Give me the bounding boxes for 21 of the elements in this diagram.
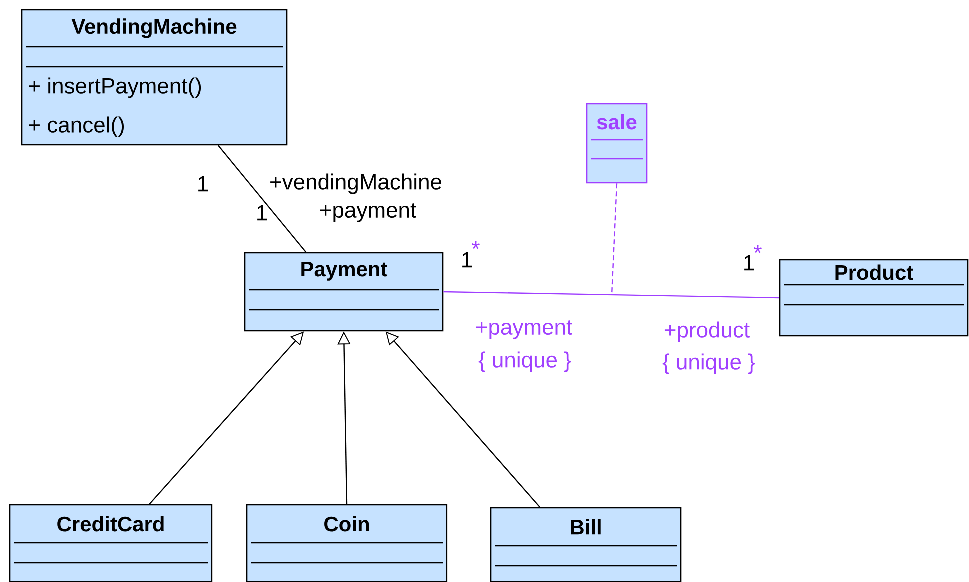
class-box: Coin <box>246 504 448 582</box>
class-box: sale <box>586 103 648 184</box>
multiplicity-label: 1 <box>744 255 754 271</box>
association-line <box>218 145 307 253</box>
class-box: Payment <box>244 252 444 332</box>
multiplicity-label: * <box>472 241 480 250</box>
role-label: +payment <box>320 204 416 222</box>
class-box: Bill <box>490 507 682 582</box>
multiplicity-label: * <box>754 245 762 254</box>
multiplicity-label: 1 <box>198 176 208 192</box>
association-class-link <box>611 184 618 296</box>
role-label: +product <box>664 322 750 342</box>
association-line <box>444 291 780 299</box>
role-label: { unique } <box>478 352 572 372</box>
role-label: { unique } <box>662 354 756 374</box>
class-box: CreditCard <box>9 504 213 582</box>
class-box: VendingMachine + insertPayment() + cancel() <box>21 9 288 146</box>
class-box: Product <box>779 259 969 337</box>
multiplicity-label: 1 <box>258 205 268 221</box>
role-label: +payment <box>476 320 572 340</box>
role-label: +vendingMachine <box>270 174 442 194</box>
